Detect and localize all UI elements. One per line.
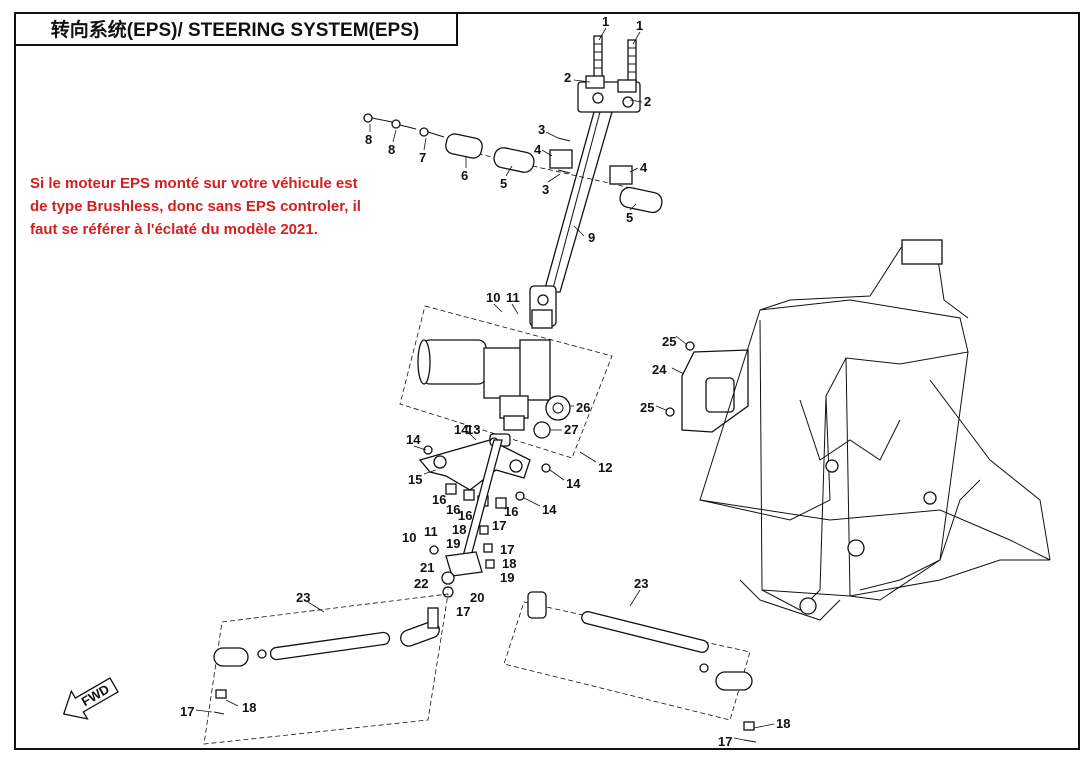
callout-10: 10 <box>486 290 500 305</box>
callout-22: 22 <box>414 576 428 591</box>
callout-17: 17 <box>180 704 194 719</box>
callout-3: 3 <box>542 182 549 197</box>
callout-17: 17 <box>456 604 470 619</box>
callout-25: 25 <box>662 334 676 349</box>
column-mount-parts <box>363 113 663 214</box>
callout-15: 15 <box>408 472 422 487</box>
callout-16: 16 <box>446 502 460 517</box>
steering-column <box>529 35 641 329</box>
callout-16: 16 <box>458 508 472 523</box>
callout-23: 23 <box>634 576 648 591</box>
callouts: 1 1 2 2 3 3 4 4 5 5 6 7 8 8 9 10 10 11 1… <box>180 14 790 749</box>
fwd-arrow-icon: FWD <box>62 677 119 720</box>
callout-8: 8 <box>388 142 395 157</box>
bracket-assembly <box>418 437 551 598</box>
callout-11: 11 <box>506 290 520 305</box>
callout-17: 17 <box>718 734 732 749</box>
vehicle-frame <box>699 239 1051 621</box>
callout-14: 14 <box>542 502 557 517</box>
callout-1: 1 <box>636 18 643 33</box>
callout-27: 27 <box>564 422 578 437</box>
callout-1: 1 <box>602 14 609 29</box>
diagram-frame <box>14 12 1080 750</box>
callout-16: 16 <box>504 504 518 519</box>
eps-controller <box>665 341 749 433</box>
callout-4: 4 <box>534 142 542 157</box>
diagram-title: 转向系统(EPS)/ STEERING SYSTEM(EPS) <box>14 12 458 46</box>
tie-rod-right <box>503 591 757 743</box>
callout-21: 21 <box>420 560 434 575</box>
callout-2: 2 <box>564 70 571 85</box>
callout-14: 14 <box>454 422 469 437</box>
callout-18: 18 <box>776 716 790 731</box>
callout-3: 3 <box>538 122 545 137</box>
callout-14: 14 <box>406 432 421 447</box>
callout-12: 12 <box>598 460 612 475</box>
callout-14: 14 <box>566 476 581 491</box>
callout-18: 18 <box>242 700 256 715</box>
eps-unit <box>399 305 613 459</box>
callout-17: 17 <box>500 542 514 557</box>
callout-16: 16 <box>432 492 446 507</box>
callout-13: 13 <box>466 422 480 437</box>
callout-11: 11 <box>424 524 438 539</box>
callout-17: 17 <box>492 518 506 533</box>
callout-24: 24 <box>652 362 667 377</box>
callout-10: 10 <box>402 530 416 545</box>
callout-4: 4 <box>640 160 648 175</box>
callout-23: 23 <box>296 590 310 605</box>
eps-note: Si le moteur EPS monté sur votre véhicul… <box>30 175 361 238</box>
callout-19: 19 <box>500 570 514 585</box>
tie-rod-left <box>203 593 449 745</box>
callout-5: 5 <box>626 210 633 225</box>
callout-18: 18 <box>502 556 516 571</box>
callout-5: 5 <box>500 176 507 191</box>
callout-25: 25 <box>640 400 654 415</box>
callout-26: 26 <box>576 400 590 415</box>
callout-18: 18 <box>452 522 466 537</box>
leader-lines <box>195 27 775 741</box>
callout-7: 7 <box>419 150 426 165</box>
callout-9: 9 <box>588 230 595 245</box>
callout-8: 8 <box>365 132 372 147</box>
callout-6: 6 <box>461 168 468 183</box>
callout-20: 20 <box>470 590 484 605</box>
callout-2: 2 <box>644 94 651 109</box>
callout-19: 19 <box>446 536 460 551</box>
